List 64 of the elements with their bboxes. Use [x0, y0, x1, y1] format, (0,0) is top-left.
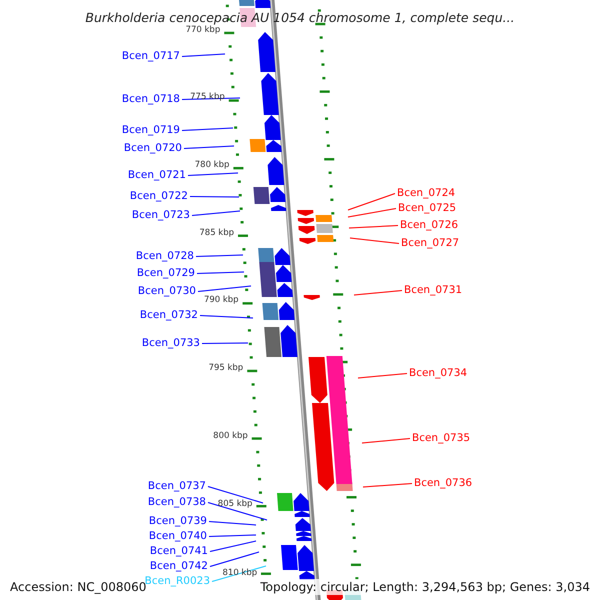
gene-label: Bcen_0740: [148, 530, 207, 543]
leader-line: [196, 272, 244, 274]
gene-label: Bcen_0738: [148, 496, 206, 509]
gene-label: Bcen_0730: [138, 285, 196, 298]
leader-line: [348, 225, 398, 228]
gene-label: Bcen_0724: [397, 187, 456, 200]
leader-line: [350, 238, 400, 244]
gene-label: Bcen_0720: [124, 142, 182, 155]
gene-label: Bcen_0719: [122, 124, 180, 137]
scale-label: 795 kbp: [208, 363, 244, 373]
leader-line: [354, 290, 402, 296]
gene-label: Bcen_0735: [412, 432, 470, 445]
scale-label: 805 kbp: [218, 499, 252, 509]
gene-label: Bcen_0733: [142, 337, 200, 350]
leader-line: [198, 286, 252, 292]
leader-line: [208, 521, 256, 526]
accession-text: Accession: NC_008060: [10, 579, 146, 595]
scale-label: 810 kbp: [222, 568, 258, 578]
gene-label: Bcen_0718: [122, 93, 180, 106]
gene-label: Bcen_0721: [128, 169, 186, 182]
gene-label: Bcen_0722: [130, 190, 188, 203]
leader-line: [200, 315, 254, 318]
leader-line: [182, 128, 234, 131]
gene-label: Bcen_0723: [132, 209, 190, 222]
scale-label: 785 kbp: [199, 228, 234, 238]
leader-line: [212, 566, 266, 582]
scale-label: 800 kbp: [213, 431, 248, 441]
leader-line: [208, 534, 256, 537]
leader-line: [192, 210, 240, 216]
gene-label: Bcen_0727: [401, 237, 460, 250]
leader-line: [208, 486, 264, 504]
gene-label: Bcen_0739: [148, 515, 207, 528]
leader-line: [196, 254, 244, 257]
gene-label: Bcen_0734: [409, 367, 468, 380]
leader-line: [208, 502, 268, 520]
leader-line: [362, 483, 412, 488]
gene-label: Bcen_0717: [122, 50, 180, 63]
gene-label: Bcen_R0023: [144, 575, 210, 588]
gene-label: Bcen_0728: [136, 250, 194, 263]
leader-line: [362, 438, 410, 444]
leader-line: [182, 54, 226, 57]
scale-label: 790 kbp: [204, 295, 239, 305]
leader-line: [348, 208, 396, 218]
leader-line: [188, 172, 238, 176]
leader-line: [202, 342, 248, 344]
leader-line: [210, 552, 260, 567]
gene-label: Bcen_0732: [140, 309, 198, 322]
leader-line: [190, 196, 240, 198]
scale-label: 770 kbp: [186, 25, 220, 35]
gene-label: Bcen_0725: [398, 202, 456, 215]
gene-label: Bcen_0741: [150, 545, 208, 558]
gene-label: Bcen_0731: [404, 284, 462, 297]
gene-label: Bcen_0729: [136, 267, 195, 280]
leader-line: [184, 146, 234, 149]
leader-line: [358, 373, 408, 378]
gene-label: Bcen_0742: [150, 560, 208, 573]
leader-line: [348, 193, 396, 210]
leader-line: [210, 540, 256, 552]
gene-label: Bcen_0736: [414, 477, 472, 490]
gene-label: Bcen_0726: [400, 219, 458, 232]
genome-summary-text: Topology: circular; Length: 3,294,563 bp; Genes: 3,034: [260, 579, 590, 595]
scale-label: 780 kbp: [194, 160, 230, 170]
map-title: Burkholderia cenocepacia AU 1054 chromosome 1, complete sequ...: [84, 10, 516, 26]
gene-label: Bcen_0737: [148, 480, 206, 493]
